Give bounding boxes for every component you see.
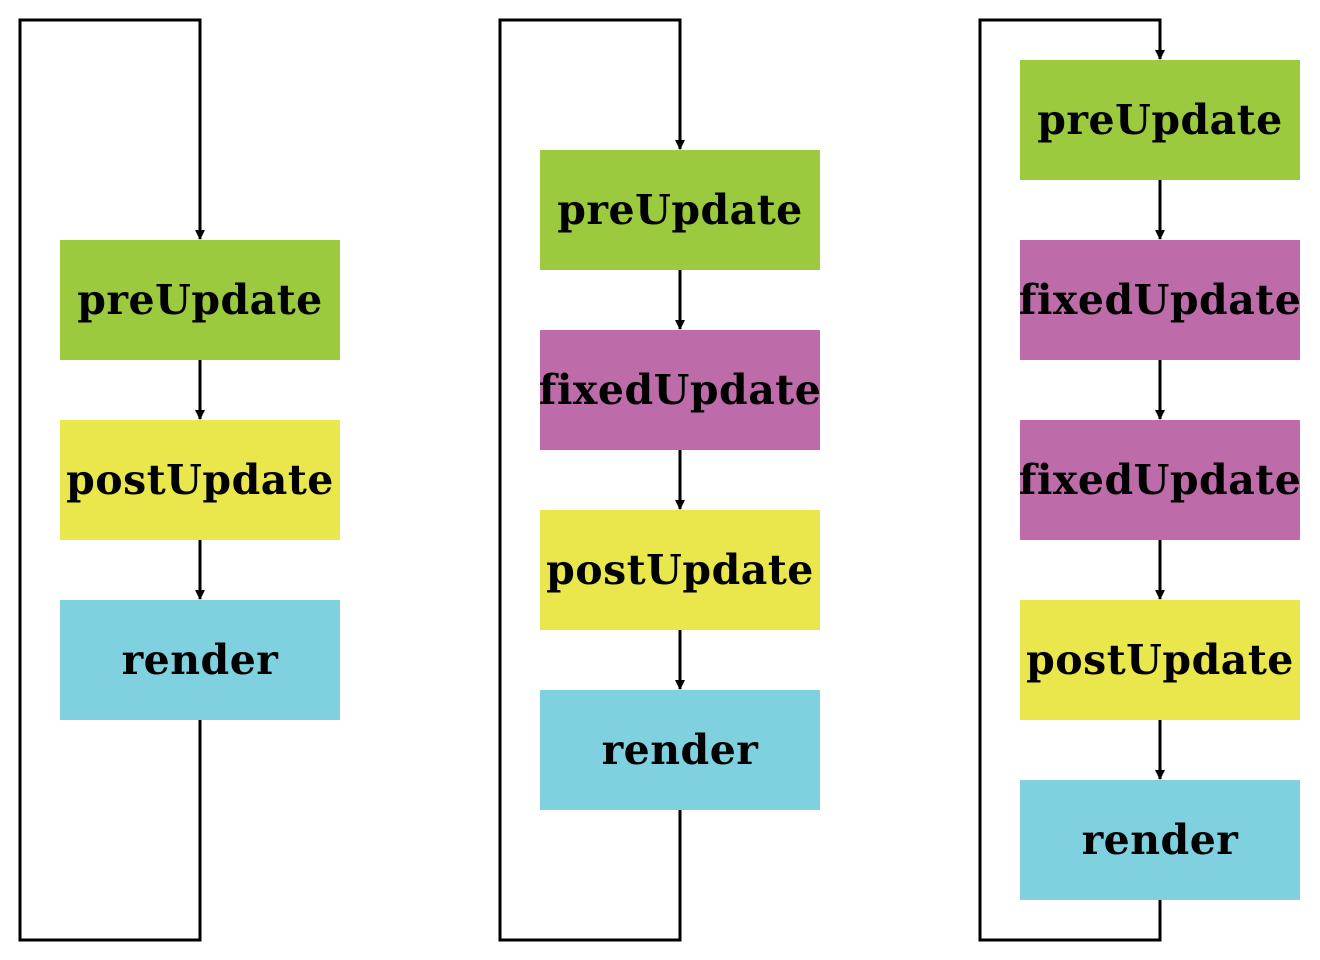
step-postupdate-box: postUpdate: [60, 420, 340, 540]
step-preupdate-box: preUpdate: [540, 150, 820, 270]
step-fixedupdate-box: fixedUpdate: [1019, 420, 1301, 540]
step-render-box: render: [1020, 780, 1300, 900]
step-render-box: render: [540, 690, 820, 810]
loop-back-arrow-2: [498, 18, 685, 942]
step-render-box: render: [60, 600, 340, 720]
loop-back-arrow-3: [978, 18, 1165, 942]
step-preupdate-box: preUpdate: [1020, 60, 1300, 180]
step-postupdate-box: postUpdate: [540, 510, 820, 630]
loop-back-arrow-1: [18, 18, 205, 942]
step-postupdate-box: postUpdate: [1020, 600, 1300, 720]
step-preupdate-box: preUpdate: [60, 240, 340, 360]
step-fixedupdate-box: fixedUpdate: [539, 330, 821, 450]
step-fixedupdate-box: fixedUpdate: [1019, 240, 1301, 360]
